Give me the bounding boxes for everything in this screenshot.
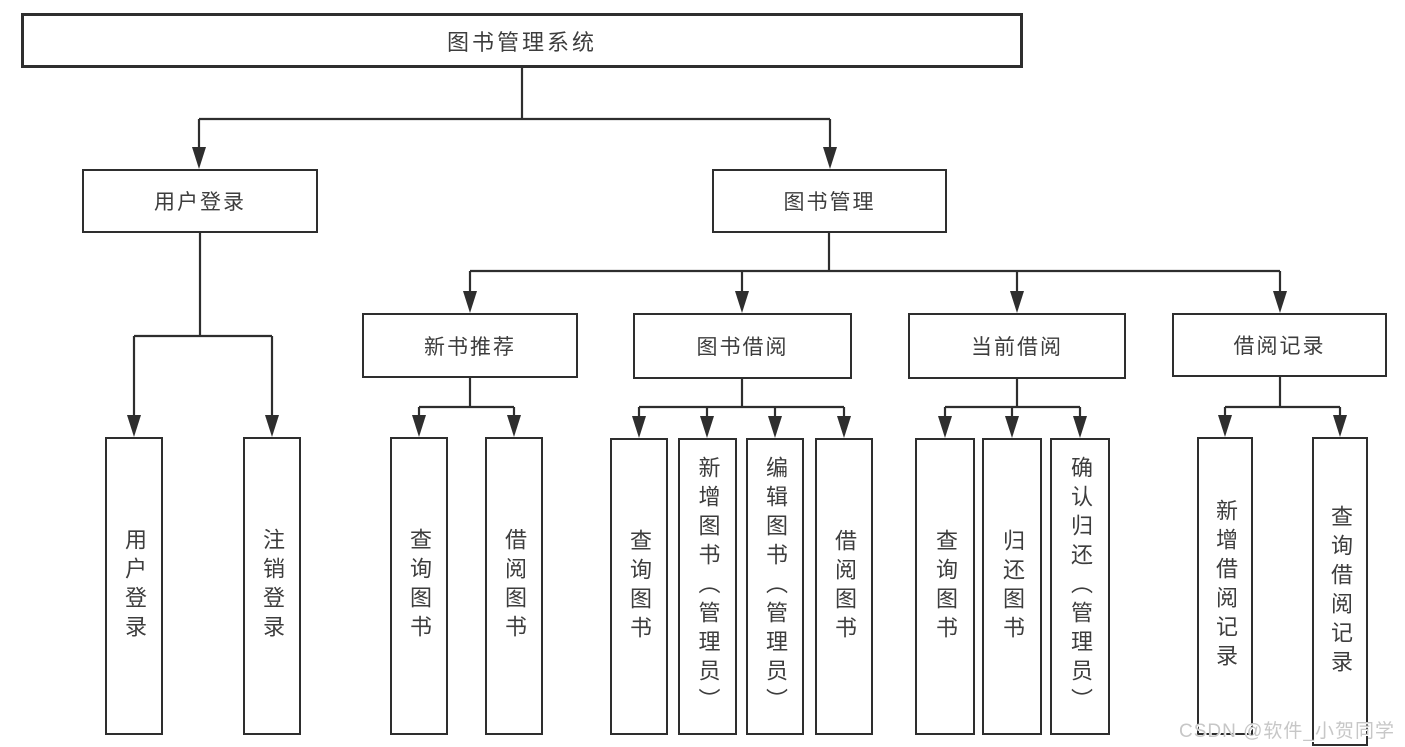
node-book-borrow-label: 图书借阅 — [696, 336, 789, 359]
node-borrow-records: 借阅记录 — [1172, 313, 1387, 377]
node-borrow-records-label: 借阅记录 — [1233, 335, 1326, 358]
leaf-logout: 注销登录 — [243, 437, 301, 735]
leaf-borrow-books-label: 借阅图书 — [832, 528, 857, 645]
node-book-borrow: 图书借阅 — [633, 313, 852, 379]
node-book-management: 图书管理 — [712, 169, 947, 233]
leaf-user-login-label: 用户登录 — [122, 528, 147, 644]
leaf-edit-books-admin: 编辑图书（管理员） — [746, 438, 804, 735]
leaf-add-books-admin: 新增图书（管理员） — [678, 438, 737, 735]
leaf-query-borrow-record-label: 查询借阅记录 — [1328, 504, 1353, 679]
leaf-user-login: 用户登录 — [105, 437, 163, 735]
node-user-login: 用户登录 — [82, 169, 318, 233]
leaf-borrow-books-recommend-label: 借阅图书 — [502, 528, 527, 644]
arrowheads — [127, 147, 1347, 438]
leaf-logout-label: 注销登录 — [260, 528, 285, 644]
node-current-borrow: 当前借阅 — [908, 313, 1126, 379]
leaf-add-books-admin-label: 新增图书（管理员） — [695, 456, 721, 717]
leaf-confirm-return-admin: 确认归还（管理员） — [1050, 438, 1110, 735]
leaf-query-books-recommend-label: 查询图书 — [407, 528, 432, 644]
leaf-add-borrow-record: 新增借阅记录 — [1197, 437, 1253, 735]
node-new-book-recommend: 新书推荐 — [362, 313, 578, 378]
node-root: 图书管理系统 — [21, 13, 1023, 68]
leaf-borrow-books: 借阅图书 — [815, 438, 873, 735]
leaf-return-books-label: 归还图书 — [1000, 528, 1025, 645]
node-book-management-label: 图书管理 — [783, 191, 876, 214]
leaf-return-books: 归还图书 — [982, 438, 1042, 735]
leaf-query-books-borrow-label: 查询图书 — [627, 528, 652, 645]
node-root-label: 图书管理系统 — [446, 29, 597, 55]
leaf-confirm-return-admin-label: 确认归还（管理员） — [1068, 456, 1093, 717]
node-new-book-recommend-label: 新书推荐 — [424, 335, 516, 359]
leaf-add-borrow-record-label: 新增借阅记录 — [1213, 499, 1238, 673]
leaf-query-borrow-record: 查询借阅记录 — [1312, 437, 1368, 746]
watermark: CSDN @软件_小贺同学 — [1179, 721, 1395, 742]
node-current-borrow-label: 当前借阅 — [971, 336, 1063, 359]
leaf-query-books-borrow: 查询图书 — [610, 438, 668, 735]
leaf-borrow-books-recommend: 借阅图书 — [485, 437, 543, 735]
leaf-query-books-current-label: 查询图书 — [933, 528, 958, 645]
leaf-edit-books-admin-label: 编辑图书（管理员） — [763, 456, 788, 717]
node-user-login-label: 用户登录 — [154, 191, 246, 214]
leaf-query-books-current: 查询图书 — [915, 438, 975, 735]
leaf-query-books-recommend: 查询图书 — [390, 437, 448, 735]
